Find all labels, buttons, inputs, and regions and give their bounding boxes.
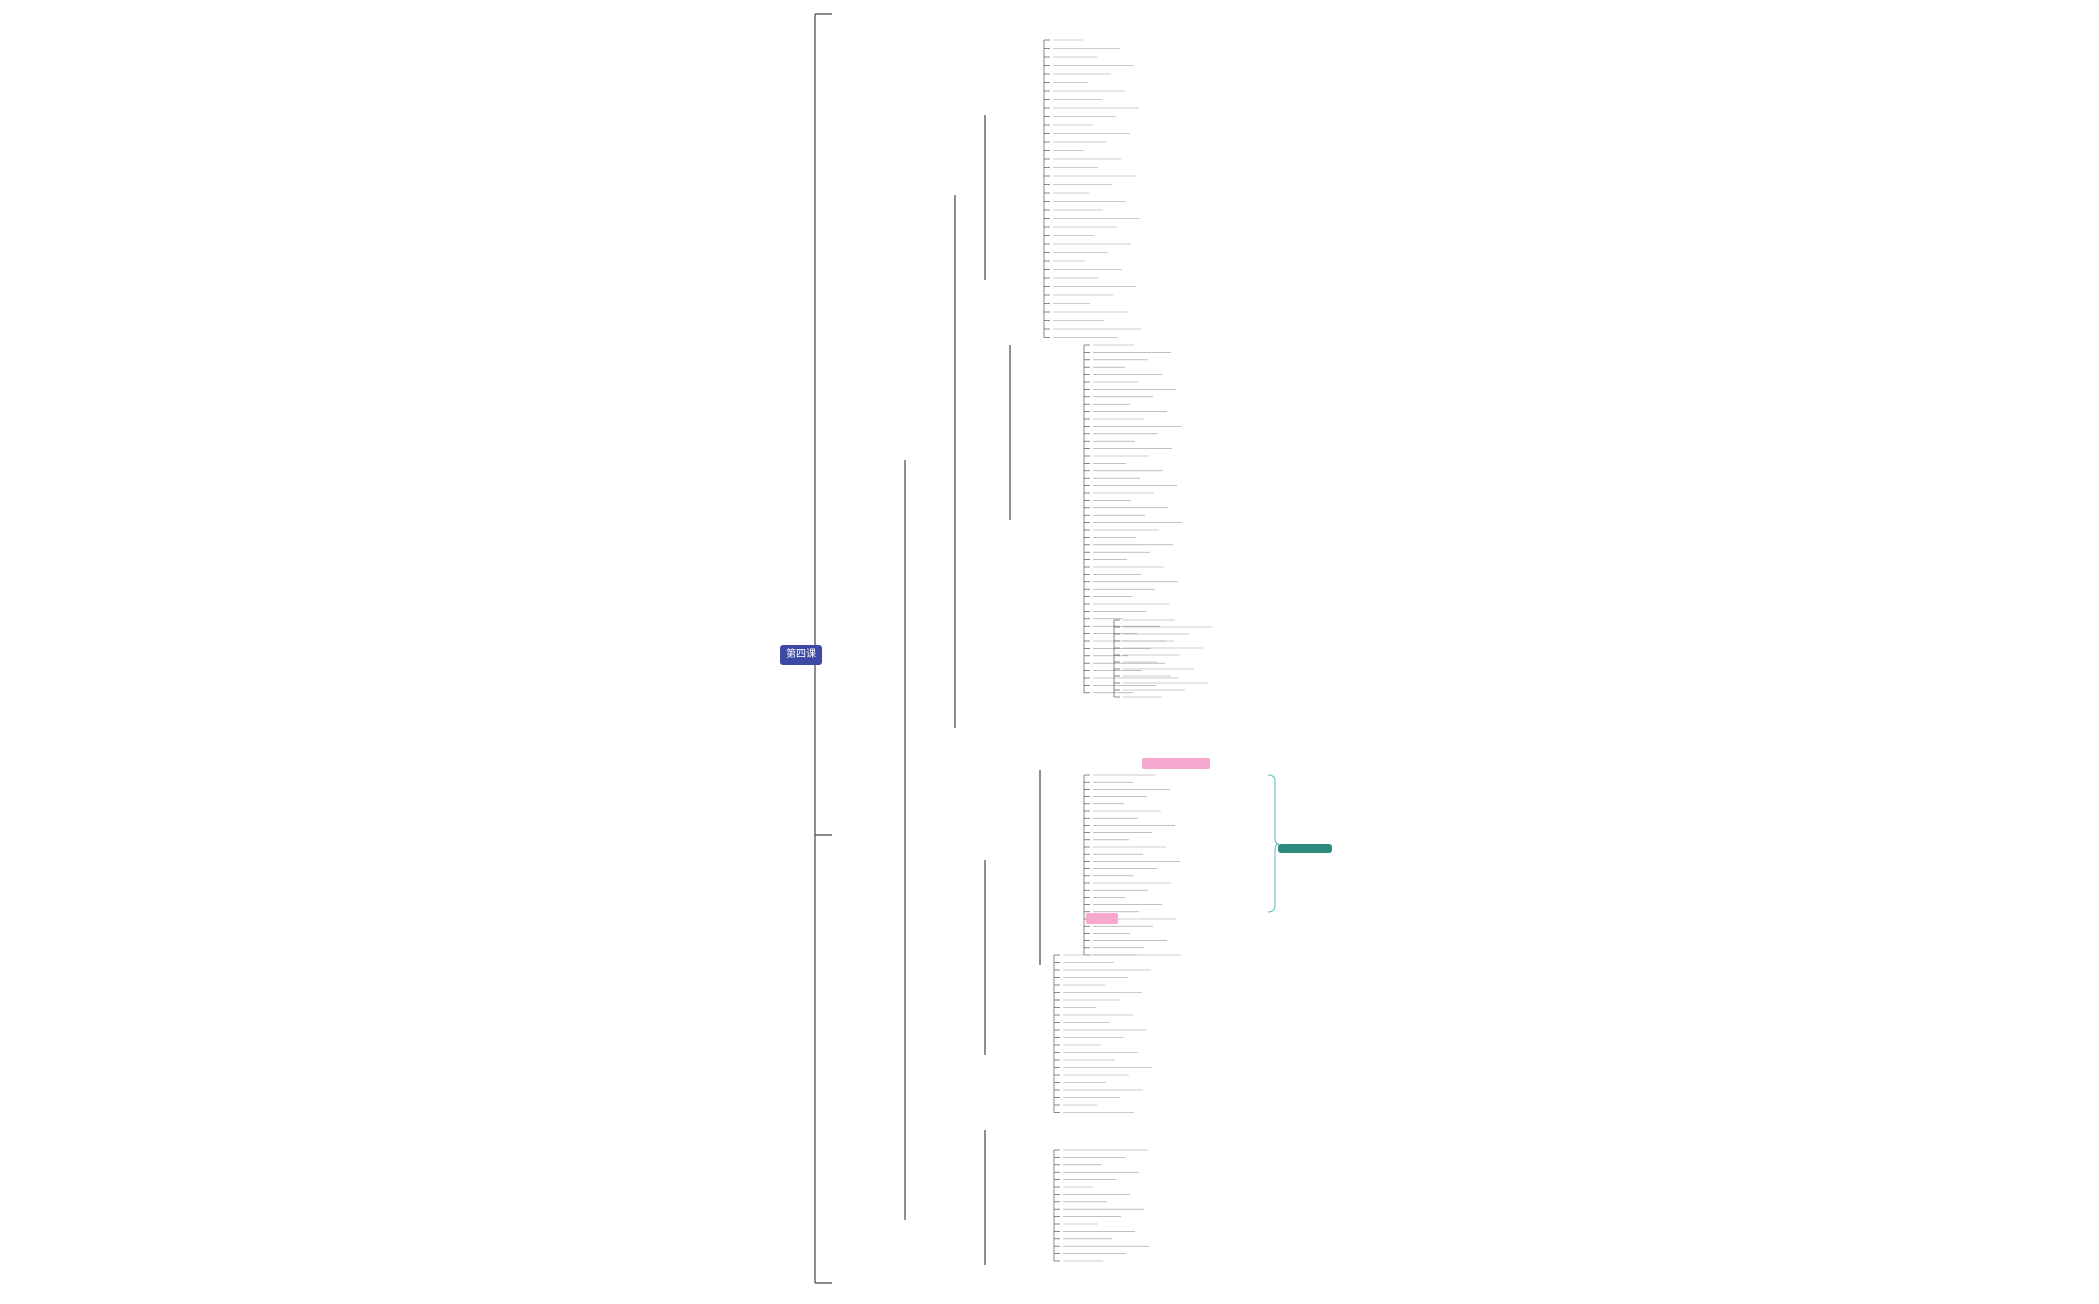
root-node[interactable]: 第四课 <box>780 645 822 665</box>
pink-highlight-note[interactable] <box>1142 758 1210 769</box>
summary-bracket <box>1267 774 1280 913</box>
teal-summary-tag[interactable] <box>1278 844 1332 853</box>
pink-highlight-tag[interactable] <box>1086 913 1118 924</box>
